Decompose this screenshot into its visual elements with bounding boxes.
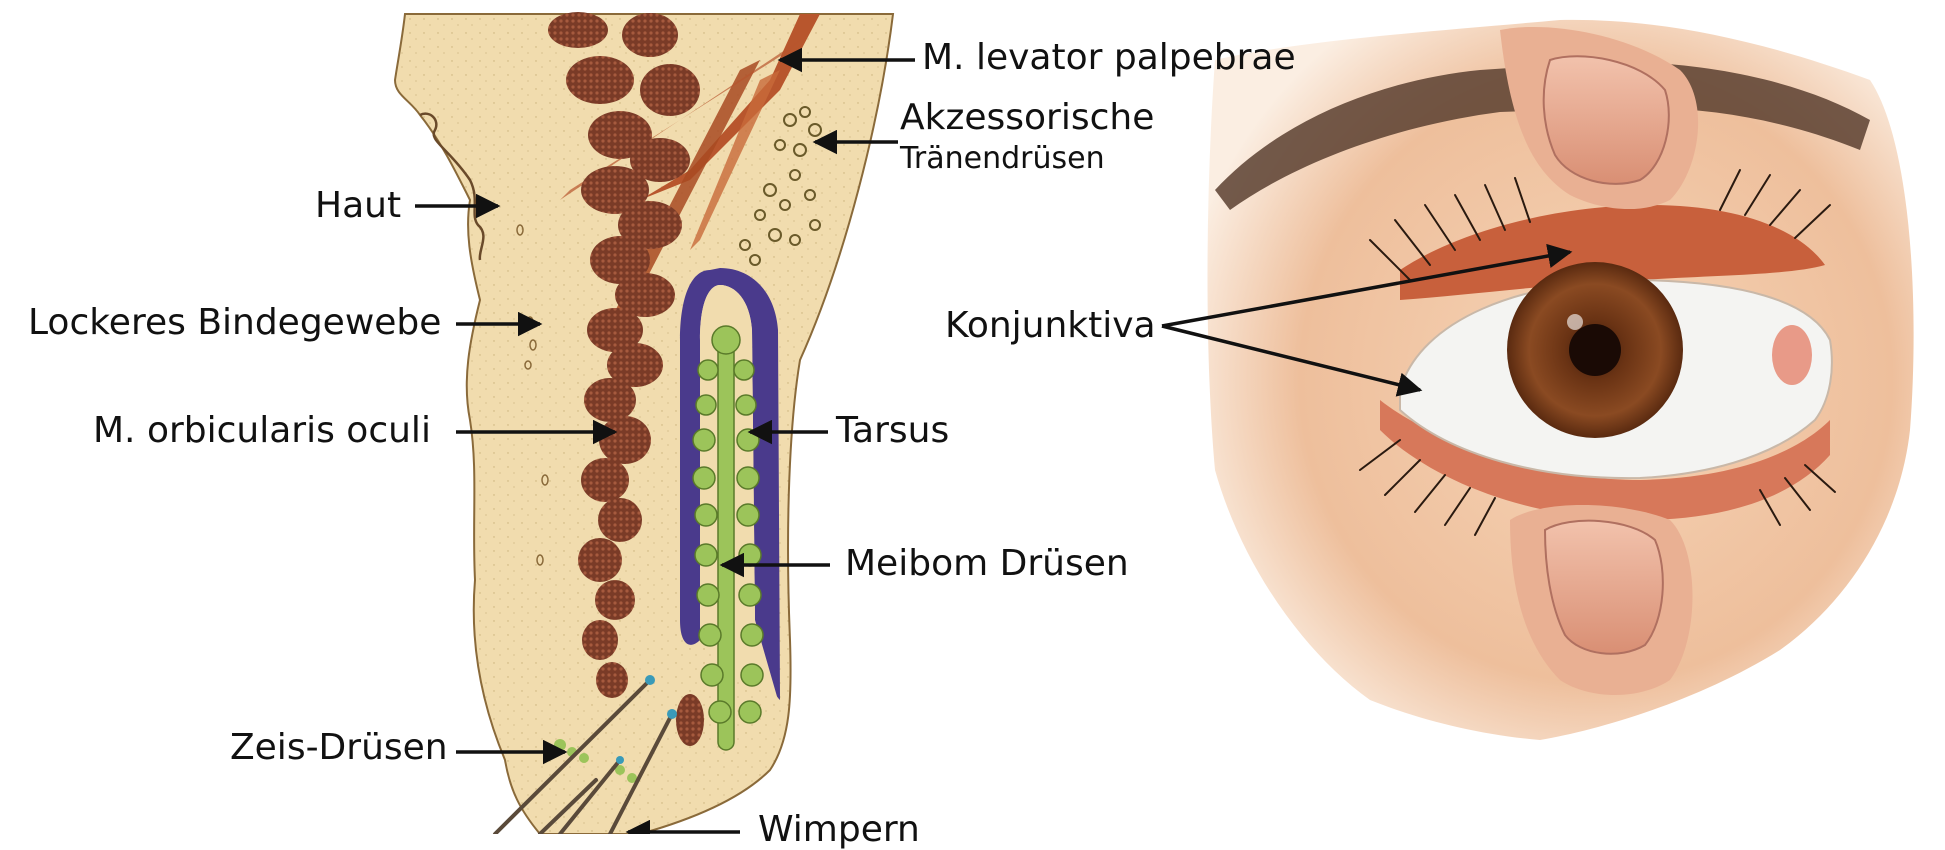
label-levator: M. levator palpebrae: [922, 37, 1296, 78]
label-traenendruesen: Tränendrüsen: [900, 141, 1105, 176]
arrow-conjunctiva-lower: [1161, 324, 1423, 397]
arrow-conjunctiva-upper: [1161, 243, 1573, 328]
label-orbicularis: M. orbicularis oculi: [93, 410, 431, 451]
label-konjunktiva: Konjunktiva: [945, 305, 1156, 346]
leader-arrows: [415, 47, 1573, 834]
eyebrow: [1215, 61, 1870, 210]
label-meibom: Meibom Drüsen: [845, 543, 1129, 584]
upper-thumb: [1500, 26, 1699, 210]
label-wimpern: Wimpern: [758, 809, 920, 850]
lower-eyelid-conjunctiva: [1380, 400, 1830, 520]
orbicularis-bundles: [548, 12, 704, 746]
eyelid-cross-section: [393, 12, 895, 834]
skin-edge: [419, 112, 485, 261]
lower-lashes: [1359, 439, 1836, 536]
label-zeis: Zeis-Drüsen: [230, 727, 448, 768]
label-tarsus: Tarsus: [836, 410, 950, 451]
label-haut: Haut: [315, 185, 402, 226]
label-lockeres-bindegewebe: Lockeres Bindegewebe: [28, 302, 442, 343]
eye-illustration: [1207, 19, 1914, 740]
upper-lashes: [1369, 169, 1831, 281]
upper-eyelid-conjunctiva: [1400, 205, 1825, 300]
eyelashes: [493, 678, 674, 834]
pupil: [1569, 324, 1621, 376]
lower-thumb: [1510, 505, 1693, 695]
meibom-gland: [692, 325, 764, 751]
label-akzessorische: Akzessorische: [900, 97, 1155, 138]
